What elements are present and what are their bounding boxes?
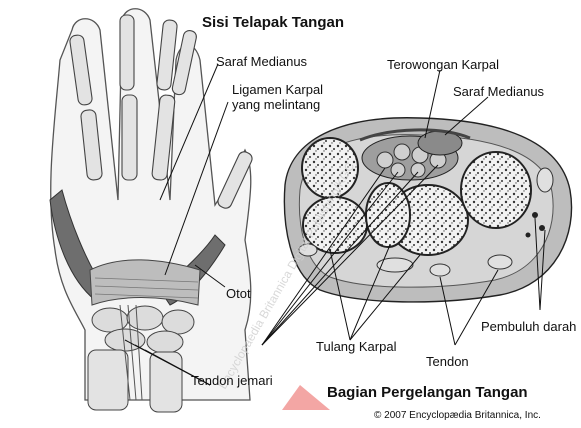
transverse-ligament-label-2: yang melintang	[232, 97, 320, 112]
copyright-credit: © 2007 Encyclopædia Britannica, Inc.	[374, 408, 541, 423]
palm-side-title: Sisi Telapak Tangan	[202, 15, 344, 30]
carpal-tunnel-label: Terowongan Karpal	[387, 57, 499, 72]
radius-bone	[88, 350, 128, 410]
muscle-label: Otot	[226, 286, 251, 301]
wrist-section-title: Bagian Pergelangan Tangan	[327, 385, 528, 400]
finger-tendons-label: Tendon jemari	[191, 373, 273, 388]
median-nerve-section-label: Saraf Medianus	[453, 84, 544, 99]
transverse-ligament-label-1: Ligamen Karpal	[232, 82, 323, 97]
tendon-label: Tendon	[426, 354, 469, 369]
median-nerve-hand-label: Saraf Medianus	[216, 54, 307, 69]
carpal-bones-label: Tulang Karpal	[316, 339, 396, 354]
blood-vessels-label: Pembuluh darah	[481, 319, 576, 334]
watermark-red-mark	[282, 385, 330, 410]
hand-illustration	[50, 9, 254, 412]
